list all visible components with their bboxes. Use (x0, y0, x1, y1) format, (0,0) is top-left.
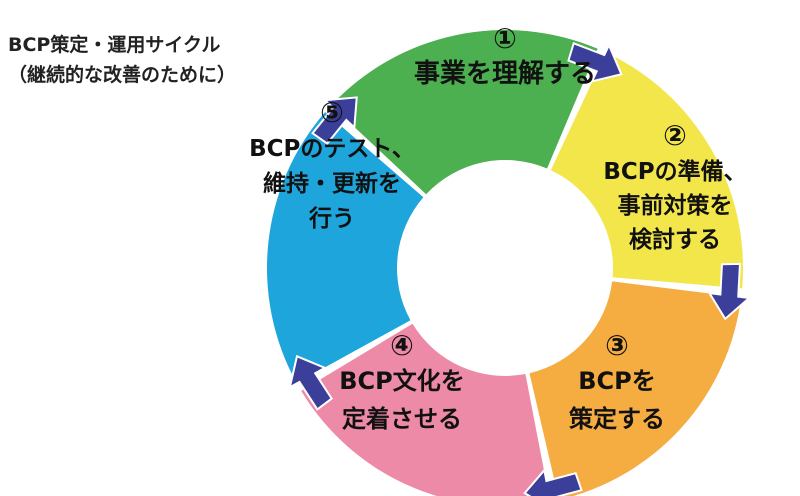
step-number: ② (663, 119, 687, 152)
step-label-1: ① 事業を理解する (414, 22, 596, 89)
step-text-line: 事業を理解する (414, 59, 596, 89)
cycle-arrow-icon (523, 467, 583, 496)
step-text-line: 行う (308, 205, 355, 232)
step-text-line: 事前対策を (618, 192, 733, 219)
step-number: ③ (605, 329, 629, 362)
step-number: ① (493, 22, 517, 55)
step-number: ⑤ (320, 96, 344, 129)
title-line-2: （継続的な改善のために） (8, 64, 237, 86)
diagram-title: BCP策定・運用サイクル （継続的な改善のために） (8, 30, 236, 90)
step-text-line: BCPを (578, 367, 656, 395)
cycle-segment-1 (266, 112, 424, 384)
title-line-1: BCP策定・運用サイクル (8, 34, 221, 56)
step-text-line: 維持・更新を (263, 170, 401, 197)
cycle-arrow-icon (311, 96, 358, 145)
cycle-segment-5 (301, 323, 549, 496)
step-text-line: BCP文化を (339, 367, 465, 395)
cycle-segment-3 (550, 52, 744, 289)
cycle-segment-2 (331, 29, 598, 195)
cycle-arrow-icon (567, 41, 623, 83)
step-text-line: BCPの準備、 (603, 158, 746, 185)
step-text-line: 検討する (629, 226, 721, 253)
step-text-line: 策定する (569, 405, 665, 433)
step-text-line: BCPのテスト、 (249, 136, 415, 162)
cycle-arrow-icon (288, 354, 334, 411)
step-number: ④ (390, 329, 414, 362)
cycle-arrow-icon (707, 262, 752, 321)
cycle-segment-4 (529, 281, 742, 496)
step-text-line: 定着させる (342, 405, 462, 433)
